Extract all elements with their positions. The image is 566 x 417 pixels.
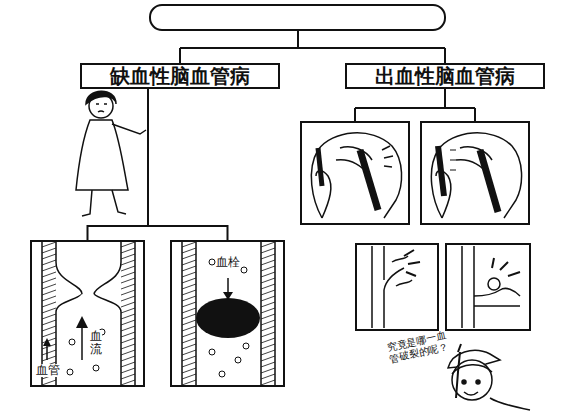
brain-figure <box>311 133 401 218</box>
top-box <box>150 5 445 30</box>
flow-label: 血流 <box>90 330 102 356</box>
thrombus-label: 血栓 <box>216 256 240 269</box>
vessel-figure <box>372 246 420 328</box>
speech-text: 究竟是哪一血管破裂的呢？ <box>386 328 455 364</box>
tree-lines <box>180 30 445 63</box>
brain-panel <box>421 122 529 224</box>
thrombus-panel: 血栓 <box>170 240 285 387</box>
category-title: 出血性脑血管病 <box>375 65 515 87</box>
vessel-panel <box>446 244 530 330</box>
vessel-panel <box>356 244 438 330</box>
vessel-figure <box>462 246 520 328</box>
tree-connector <box>148 89 228 240</box>
brain-figure <box>431 133 521 218</box>
category-box: 出血性脑血管病 <box>345 63 545 89</box>
artery-panel: 血流血管 <box>30 240 145 387</box>
category-title: 缺血性脑血管病 <box>110 65 250 87</box>
woman-figure <box>76 91 146 216</box>
brain-panel <box>301 122 409 224</box>
category-box: 缺血性脑血管病 <box>80 63 280 89</box>
vessel-label: 血管 <box>36 364 60 377</box>
tree-connector <box>88 89 149 240</box>
nurse-figure <box>448 344 530 410</box>
tree-lines <box>355 89 475 122</box>
